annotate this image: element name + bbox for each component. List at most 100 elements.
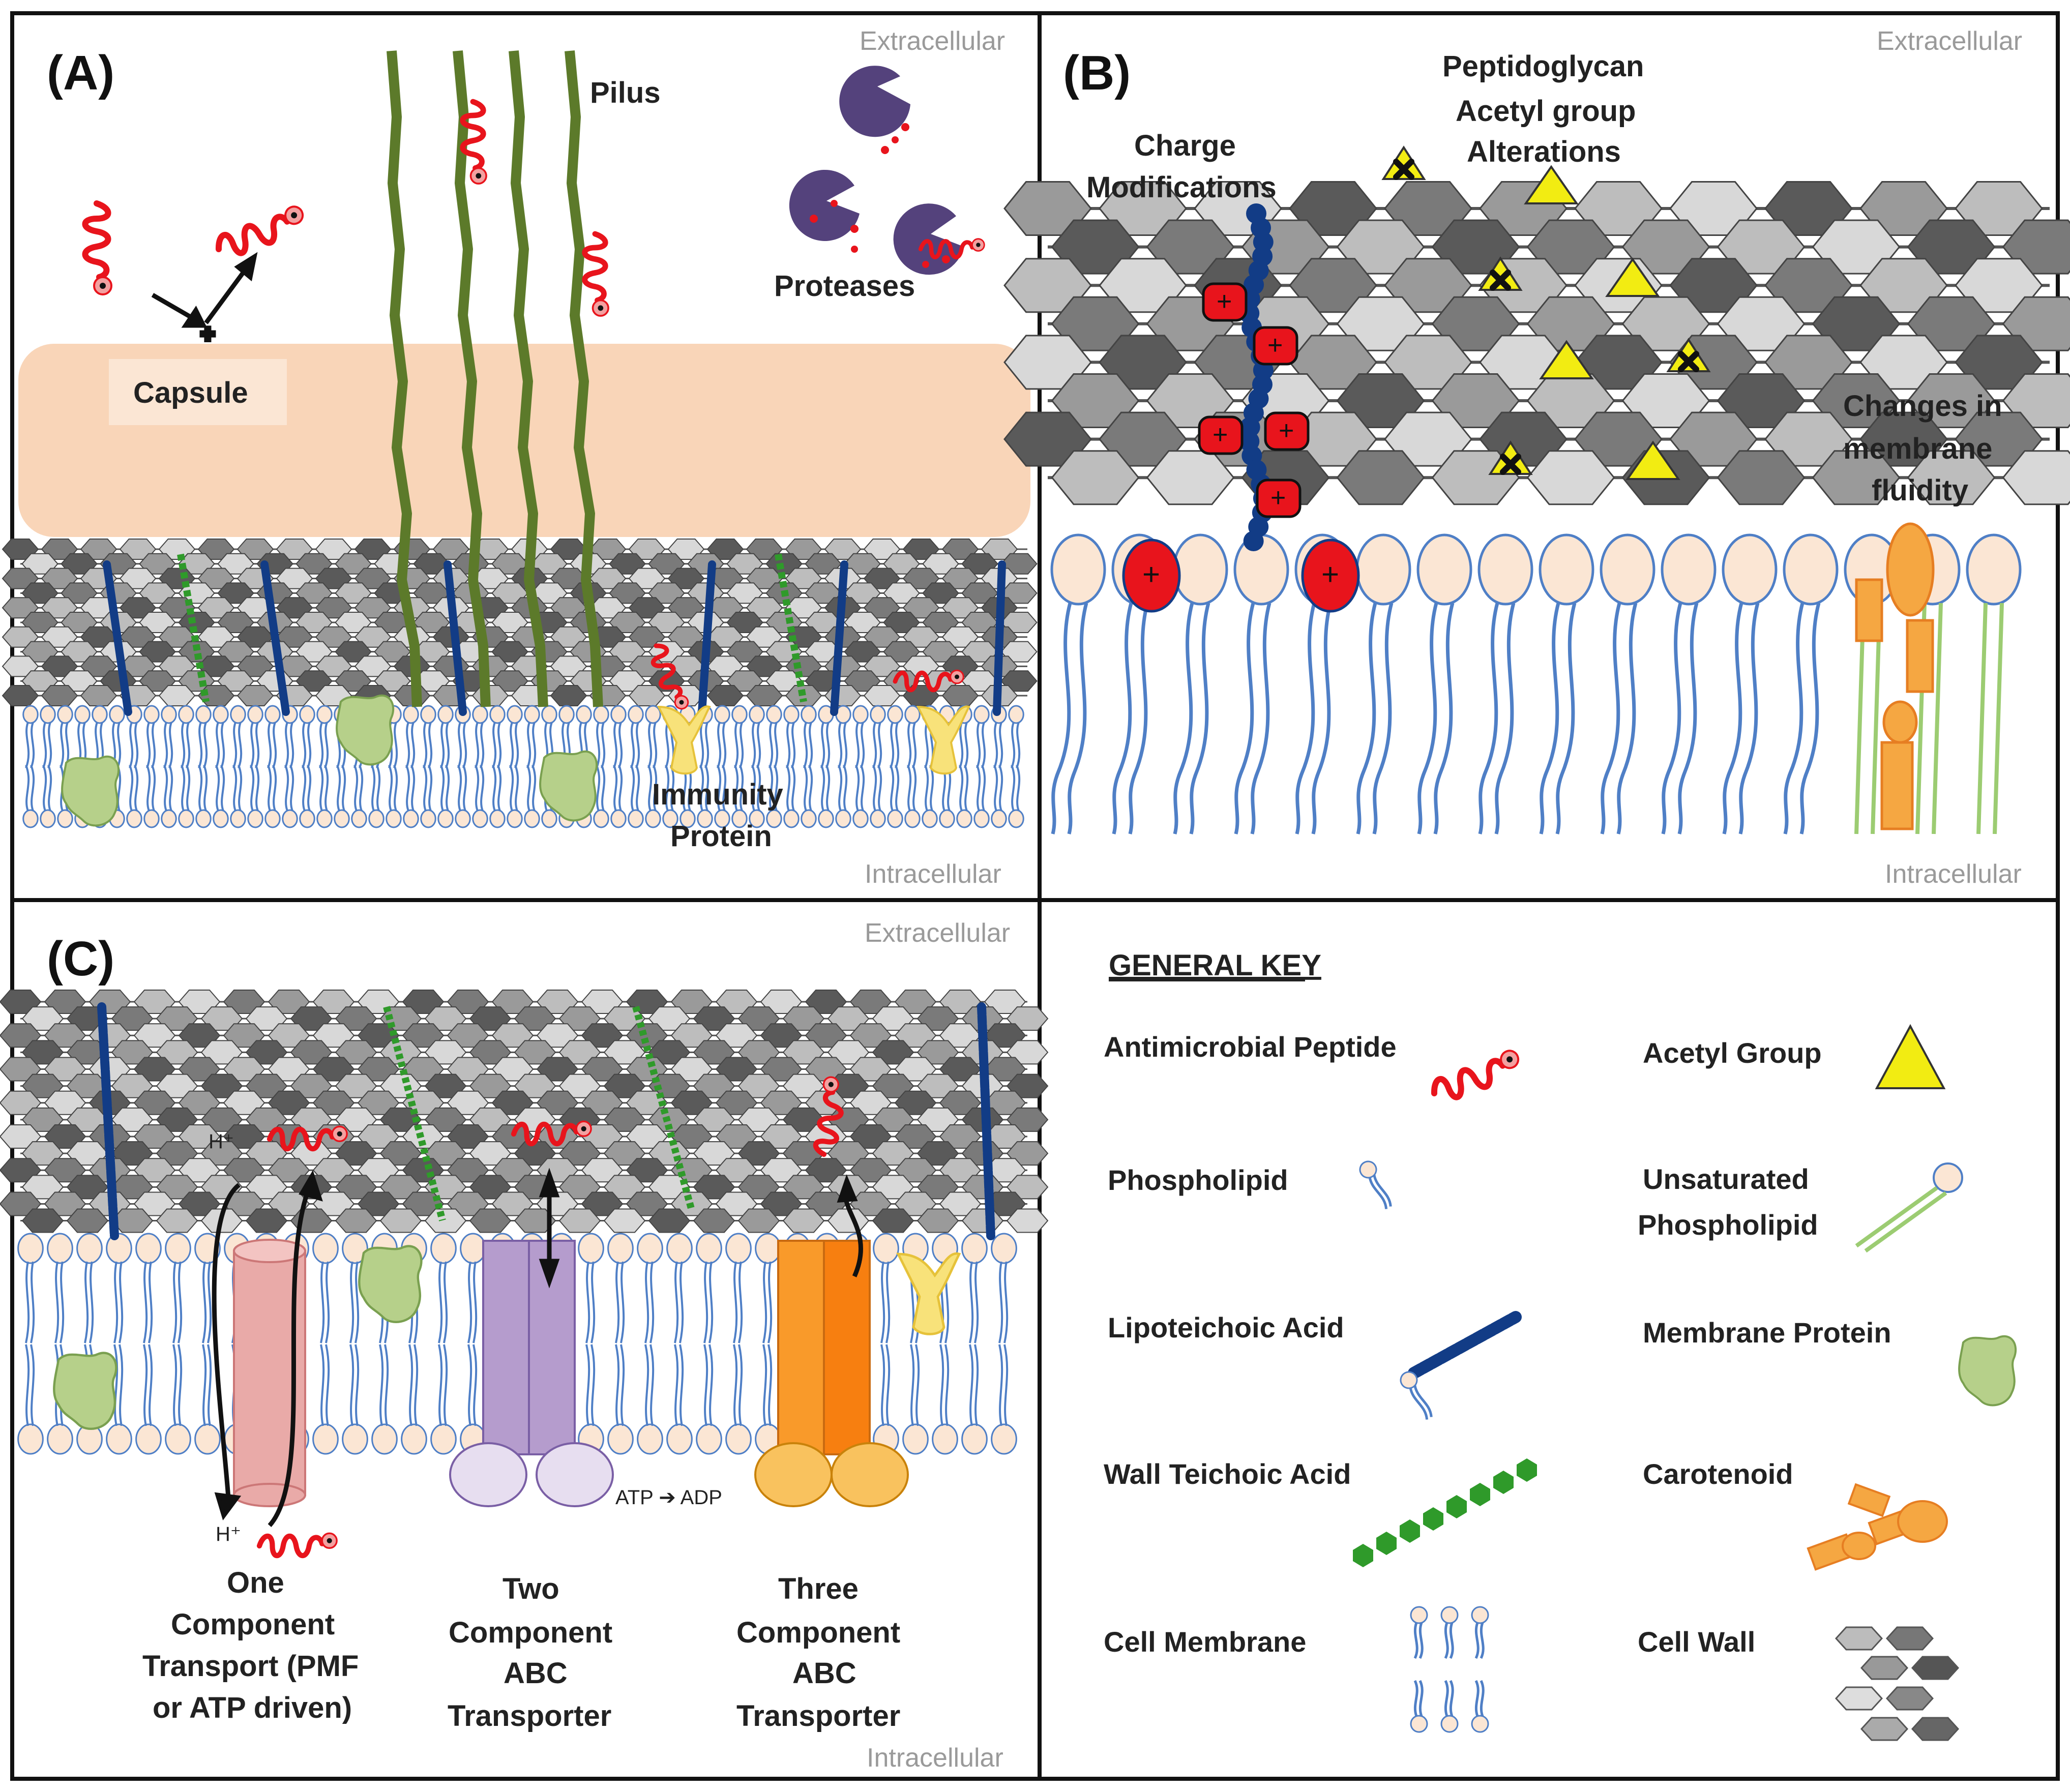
key-wall-teichoic-acid-icon	[1353, 1458, 1537, 1567]
panel-b-cell-wall	[1003, 181, 2070, 505]
svg-text:+: +	[1213, 420, 1228, 450]
one-component-line-1: One	[227, 1566, 284, 1599]
svg-text:+: +	[1270, 483, 1286, 513]
key-cell-membrane-label: Cell Membrane	[1104, 1626, 1306, 1658]
panel-c-wall-teichoic-acids	[383, 1006, 695, 1221]
key-cell-wall-icon	[1835, 1626, 1960, 1741]
panel-a-intracellular-label: Intracellular	[865, 859, 1001, 889]
immunity-label-line-2: Protein	[670, 820, 772, 853]
peptidoglycan-label-line-3: Alterations	[1467, 135, 1621, 168]
one-component-line-2: Component	[171, 1608, 335, 1641]
panel-c-intracellular-label: Intracellular	[867, 1743, 1003, 1773]
panel-a-cell-wall	[2, 539, 1038, 706]
svg-text:+: +	[1279, 416, 1294, 445]
atp-adp-label: ATP ➔ ADP	[615, 1486, 722, 1509]
key-membrane-protein-icon	[1958, 1335, 2017, 1407]
two-component-abc-transporter	[449, 1240, 614, 1507]
two-component-line-4: Transporter	[448, 1699, 611, 1733]
proteases	[789, 66, 964, 275]
deacetylation-marks	[1393, 159, 1699, 475]
key-antimicrobial-peptide-icon	[1429, 1049, 1524, 1104]
amp-deflected	[214, 204, 308, 260]
three-component-line-4: Transporter	[736, 1699, 900, 1733]
key-carotenoid-label: Carotenoid	[1643, 1458, 1793, 1490]
key-unsaturated-phospholipid-icon	[1855, 1162, 1963, 1253]
three-component-line-3: ABC	[792, 1657, 856, 1690]
proton-bottom-label: H⁺	[216, 1523, 241, 1545]
panel-b: (B) Extracellular Intracellular	[1003, 26, 2070, 889]
key-lipoteichoic-acid-label: Lipoteichoic Acid	[1108, 1311, 1344, 1343]
one-component-line-3: Transport (PMF	[142, 1650, 359, 1683]
key-wall-teichoic-acid-label: Wall Teichoic Acid	[1104, 1458, 1351, 1490]
two-component-line-3: ABC	[504, 1657, 568, 1690]
charge-modifications-line-1: Charge	[1134, 129, 1236, 162]
two-component-line-1: Two	[502, 1572, 559, 1605]
general-key: GENERAL KEY Antimicrobial Peptide Acetyl…	[1104, 949, 2017, 1741]
three-component-abc-transporter	[754, 1240, 909, 1507]
amp-on-pilus-1	[463, 102, 486, 184]
charge-modifications-line-2: Modifications	[1086, 171, 1277, 204]
key-cell-membrane-icon	[1411, 1607, 1488, 1732]
proteases-label: Proteases	[774, 270, 915, 303]
capsule-label: Capsule	[133, 376, 248, 409]
panel-a-letter: (A)	[47, 46, 114, 100]
svg-text:+: +	[1321, 557, 1339, 591]
immunity-protein	[898, 1253, 959, 1334]
panel-b-cell-membrane	[1050, 533, 2022, 834]
panel-c-letter: (C)	[47, 932, 114, 986]
amp-expelled	[259, 1533, 337, 1556]
charge-modification-marks: + + + + + + +	[1122, 282, 1360, 613]
two-component-line-2: Component	[449, 1616, 612, 1649]
key-phospholipid-label: Phospholipid	[1108, 1164, 1288, 1196]
panel-b-intracellular-label: Intracellular	[1885, 859, 2022, 889]
panel-b-letter: (B)	[1063, 46, 1131, 100]
key-carotenoid-icon	[1807, 1483, 1948, 1571]
three-component-line-1: Three	[778, 1572, 859, 1605]
amp-incoming	[85, 203, 112, 294]
key-lipoteichoic-acid-icon	[1398, 1311, 1522, 1422]
panel-a: (A) Extracellular Intracellular Capsule	[2, 26, 1038, 889]
membrane-protein	[54, 1353, 116, 1429]
svg-text:+: +	[1267, 331, 1283, 360]
fluidity-label-line-3: fluidity	[1872, 474, 1968, 507]
key-title: GENERAL KEY	[1109, 949, 1321, 982]
panel-b-extracellular-label: Extracellular	[1877, 26, 2022, 56]
panel-a-extracellular-label: Extracellular	[860, 26, 1005, 56]
key-membrane-protein-label: Membrane Protein	[1643, 1317, 1891, 1349]
proton-top-label: H⁺	[209, 1130, 234, 1153]
capsule-label-box	[109, 359, 287, 425]
amp-on-pilus-2	[585, 234, 608, 316]
protease-fragments	[810, 123, 950, 268]
key-unsaturated-phospholipid-line-2: Phospholipid	[1638, 1209, 1818, 1241]
key-acetyl-group-label: Acetyl Group	[1643, 1037, 1822, 1069]
fluidity-label-line-2: membrane	[1843, 432, 1992, 465]
pilus-label: Pilus	[590, 76, 661, 109]
immunity-label-line-1: Immunity	[652, 778, 783, 811]
panel-c-cell-wall	[0, 990, 1049, 1233]
three-component-line-2: Component	[736, 1616, 900, 1649]
key-phospholipid-icon	[1357, 1158, 1397, 1211]
panel-a-cell-membrane	[22, 705, 1024, 828]
repulsion-arrows: +	[151, 252, 258, 349]
panel-a-lipoteichoic-acids	[103, 560, 1006, 716]
key-antimicrobial-peptide-label: Antimicrobial Peptide	[1104, 1031, 1397, 1063]
pili	[387, 50, 603, 707]
amp-cleaved-protease	[921, 239, 984, 257]
panel-c-lipoteichoic-acids	[97, 1002, 995, 1240]
key-unsaturated-phospholipid-line-1: Unsaturated	[1643, 1163, 1809, 1195]
key-cell-wall-label: Cell Wall	[1638, 1626, 1755, 1658]
panel-c: (C) Extracellular Intracellular	[0, 918, 1049, 1773]
peptidoglycan-label-line-2: Acetyl group	[1456, 95, 1636, 128]
fluidity-label-line-1: Changes in	[1843, 390, 2002, 423]
transport-arrows	[212, 1168, 863, 1528]
acetyl-groups	[1381, 145, 1711, 480]
carotenoid-in-membrane	[1855, 522, 1935, 830]
panel-c-extracellular-label: Extracellular	[865, 918, 1010, 948]
svg-text:+: +	[201, 320, 215, 347]
panel-a-wall-teichoic-acids	[177, 553, 807, 703]
peptidoglycan-label-line-1: Peptidoglycan	[1442, 50, 1644, 83]
membrane-protein	[359, 1246, 421, 1322]
panel-b-lipoteichoic-acid	[1239, 203, 1274, 551]
one-component-line-4: or ATP driven)	[153, 1691, 352, 1724]
